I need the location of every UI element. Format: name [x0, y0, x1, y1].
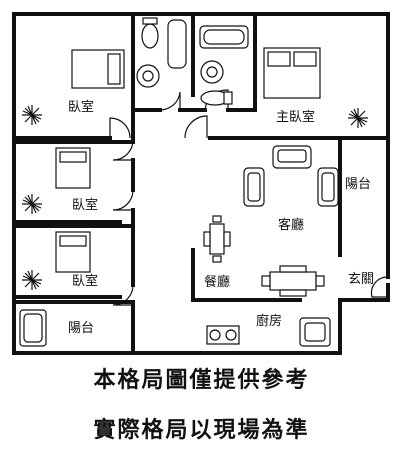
kitchen-fixtures: [206, 317, 331, 347]
label-balcony-right: 陽台: [345, 177, 371, 192]
label-bedroom-middle: 臥室: [72, 197, 98, 213]
label-dining-room: 餐廳: [204, 274, 230, 290]
walls: [12, 12, 390, 355]
label-balcony-left: 陽台: [68, 321, 94, 336]
label-living-room: 客廳: [278, 217, 304, 233]
disclaimer-line-1: 本格局圖僅提供參考: [93, 368, 310, 393]
label-master-bedroom: 主臥室: [276, 109, 315, 125]
sofas: [243, 145, 339, 207]
label-kitchen: 廚房: [256, 313, 282, 329]
balcony-fixture: [19, 309, 47, 347]
plant-icons: [22, 105, 368, 290]
label-bedroom-bottom: 臥室: [72, 273, 98, 289]
beds: [55, 47, 321, 273]
label-bedroom-top: 臥室: [68, 99, 94, 115]
bathroom-fixtures: [136, 17, 249, 106]
label-entrance: 玄關: [348, 272, 374, 287]
dining-tables: [203, 215, 325, 297]
disclaimer-line-2: 實際格局以現場為準: [93, 418, 310, 443]
